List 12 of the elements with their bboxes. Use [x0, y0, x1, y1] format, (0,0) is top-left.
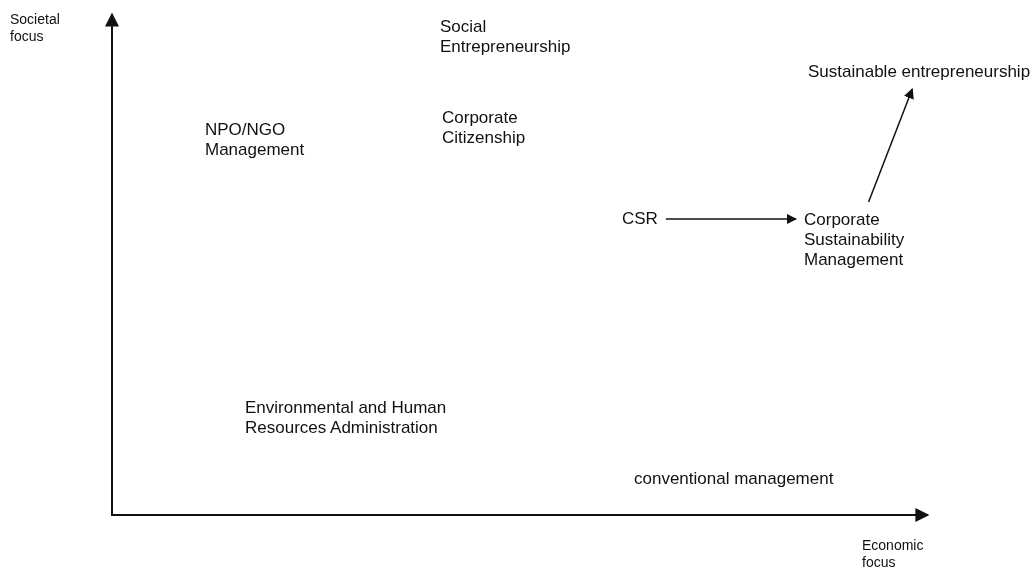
concept-label: CSR [622, 209, 682, 229]
concept-label: conventional management [634, 469, 835, 489]
arrow [867, 88, 914, 203]
arrow [665, 213, 798, 225]
concept-label: Environmental and Human Resources Administration [245, 398, 448, 438]
concept-label: Corporate Citizenship [442, 108, 527, 148]
concept-label: Sustainable entrepreneurship [808, 62, 1034, 82]
concept-label: Social Entrepreneurship [440, 17, 572, 57]
concept-label: NPO/NGO Management [205, 120, 306, 160]
axis-title: Societal focus [10, 11, 61, 45]
axis-title: Economic focus [862, 537, 925, 571]
concept-label: Corporate Sustainability Management [804, 210, 954, 270]
